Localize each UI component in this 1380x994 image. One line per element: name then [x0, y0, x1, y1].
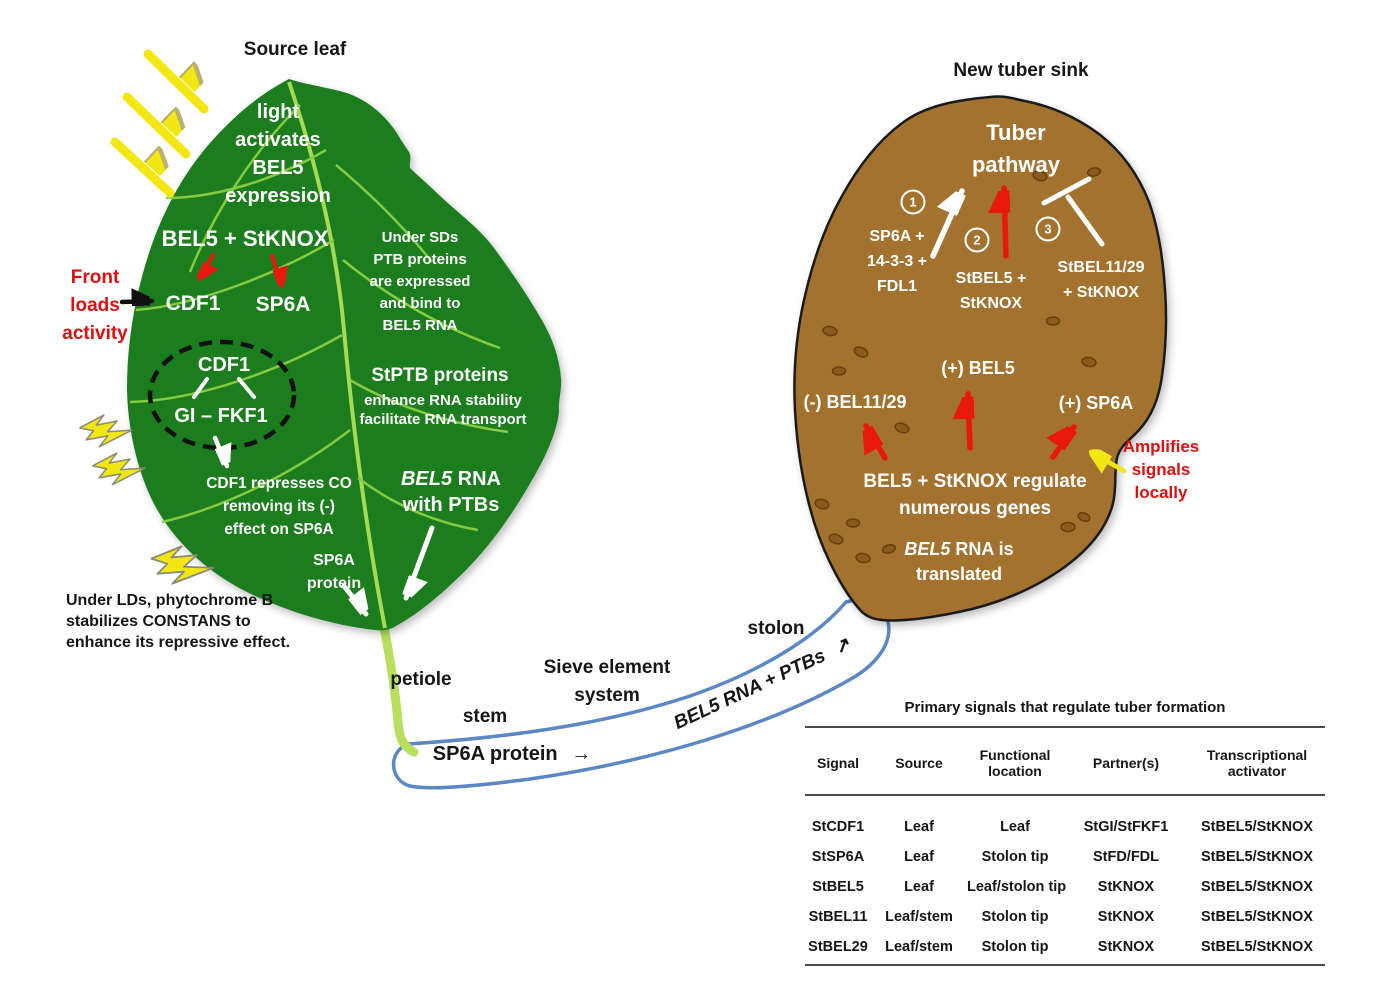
- front-loads-activity-text: Front loads activity: [62, 267, 128, 344]
- col-header-functional-location: Functional location: [979, 747, 1051, 779]
- col-header-transcriptional-activator: Transcriptional activator: [1206, 747, 1308, 779]
- minus-bel1129-label: (-) BEL11/29: [803, 392, 907, 412]
- bel5-rna-translated-text: BEL5 RNA is translated: [904, 539, 1014, 584]
- leaf-arrows: [119, 253, 435, 617]
- regulate-genes-text: BEL5 + StKNOX regulate numerous genes: [863, 471, 1087, 519]
- table-rule-bottom: [805, 964, 1325, 966]
- bel5-stknox-label: BEL5 + StKNOX: [161, 226, 329, 251]
- petiole-label: petiole: [390, 669, 452, 690]
- sieve-element-system-label: Sieve element system: [543, 657, 671, 706]
- lightning-bolt-icons: [79, 414, 215, 585]
- new-tuber-sink-title: New tuber sink: [953, 60, 1089, 81]
- tuber-pathway-label: Tuber pathway: [971, 120, 1061, 177]
- stem-label: stem: [462, 706, 508, 727]
- amplifies-signals-text: Amplifies signals locally: [1122, 437, 1200, 502]
- col-header-partners: Partner(s): [1092, 755, 1160, 771]
- sp6a-protein-tube-label: SP6A protein →: [432, 743, 592, 765]
- stbel5-stknox-complex: StBEL5 + StKNOX: [955, 270, 1027, 312]
- col-header-source: Source: [895, 755, 943, 771]
- plus-bel5-label: (+) BEL5: [941, 358, 1015, 378]
- bel5-rna-with-ptbs-label: BEL5 RNA with PTBs: [400, 468, 502, 516]
- sp6a-1433-fdl1-complex: SP6A + 14-3-3 + FDL1: [866, 228, 928, 295]
- under-sds-text: Under SDs PTB proteins are expressed and…: [369, 229, 471, 334]
- under-lds-text: Under LDs, phytochrome B stabilizes CONS…: [66, 592, 291, 651]
- table-rule-top: [805, 726, 1325, 728]
- circled-number-1: 1: [900, 189, 926, 215]
- leaf-veins: [129, 81, 509, 629]
- circled-number-3: 3: [1035, 216, 1061, 242]
- table-title: Primary signals that regulate tuber form…: [904, 699, 1226, 716]
- sp6a-protein-leaf-label: SP6A protein: [306, 552, 362, 592]
- arrow-right-icon: →: [571, 743, 592, 765]
- sunlight-arrows: [110, 49, 204, 198]
- stptb-proteins-text: enhance RNA stability facilitate RNA tra…: [359, 392, 527, 428]
- stbel1129-stknox-complex: StBEL11/29 + StKNOX: [1057, 259, 1145, 301]
- ellipse-cdf1-label: CDF1: [197, 354, 251, 376]
- light-activates-text: light activates BEL5 expression: [225, 101, 331, 207]
- sieve-tube-shape: [391, 595, 891, 790]
- tuber-arrows: [866, 176, 1127, 471]
- cdf1-gi-connector-lines: [192, 377, 256, 399]
- stptb-proteins-title: StPTB proteins: [371, 365, 509, 386]
- source-leaf-shape: [127, 79, 562, 631]
- sp6a-label: SP6A: [255, 293, 311, 316]
- cdf1-represses-text: CDF1 represses CO removing its (-) effec…: [206, 475, 352, 538]
- table-rule-mid: [805, 794, 1325, 796]
- tuber-shape: [793, 95, 1168, 622]
- table-header-row: Signal Source Functional location Partne…: [805, 737, 1325, 789]
- source-leaf-title: Source leaf: [243, 39, 347, 60]
- circled-number-2: 2: [964, 227, 990, 253]
- cdf1-label: CDF1: [165, 292, 221, 315]
- gi-fkf1-label: GI – FKF1: [174, 405, 268, 427]
- petiole-shape: [379, 622, 419, 757]
- cdf1-complex-ellipse: [147, 339, 297, 451]
- stolon-label: stolon: [747, 618, 805, 639]
- tuber-spots: [814, 167, 1102, 564]
- col-header-signal: Signal: [816, 755, 859, 771]
- plus-sp6a-label: (+) SP6A: [1058, 393, 1134, 413]
